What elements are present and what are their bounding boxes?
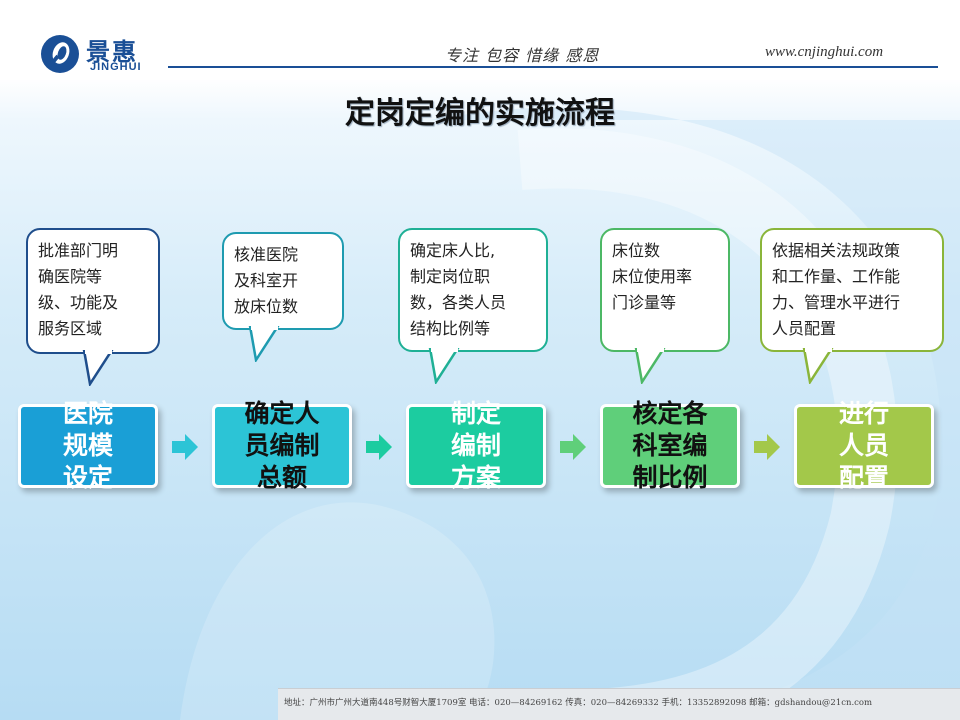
callout-tail bbox=[428, 348, 460, 384]
callout-line: 人员配置 bbox=[772, 319, 837, 338]
callout-tail bbox=[248, 326, 280, 362]
logo-chinese-text: 景惠 bbox=[86, 38, 138, 66]
right-arrow-icon bbox=[754, 434, 780, 460]
step-label-line: 医院 bbox=[62, 399, 113, 428]
logo-mark-icon bbox=[41, 35, 79, 73]
callout-bubble-4: 床位数床位使用率门诊量等 bbox=[600, 228, 730, 352]
callout-line: 依据相关法规政策 bbox=[772, 241, 901, 260]
step-label-line: 确定人 bbox=[244, 399, 320, 428]
callout-line: 确定床人比, bbox=[410, 241, 496, 260]
callout-line: 及科室开 bbox=[234, 271, 299, 290]
logo: 景惠 JINGHUI bbox=[40, 34, 170, 78]
step-label-line: 人员 bbox=[838, 431, 889, 460]
step-label-line: 进行 bbox=[838, 399, 889, 428]
callout-line: 床位数 bbox=[612, 241, 661, 260]
step-label-line: 员编制 bbox=[244, 431, 320, 460]
slogan: 专注 包容 惜缘 感恩 bbox=[445, 46, 600, 65]
callout-line: 结构比例等 bbox=[410, 319, 491, 338]
callout-line: 批准部门明 bbox=[38, 241, 119, 260]
step-label-line: 设定 bbox=[62, 463, 113, 492]
callout-tail bbox=[802, 348, 834, 384]
callout-line: 放床位数 bbox=[234, 297, 299, 316]
step-box-3: 制定编制方案 bbox=[406, 399, 546, 492]
step-label-line: 制比例 bbox=[632, 463, 708, 492]
page-title: 定岗定编的实施流程 bbox=[345, 96, 615, 131]
callout-line: 制定岗位职 bbox=[410, 267, 491, 286]
right-arrow-icon bbox=[366, 434, 392, 460]
step-label-line: 配置 bbox=[838, 463, 889, 492]
callout-line: 服务区域 bbox=[38, 319, 103, 338]
footer: 地址：广州市广州大道南448号财智大厦1709室 电话：020—84269162… bbox=[278, 688, 960, 720]
header: 景惠 JINGHUI 专注 包容 惜缘 感恩 www.cnjinghui.com bbox=[0, 0, 960, 80]
step-label-line: 核定各 bbox=[632, 399, 708, 428]
callout-tail bbox=[82, 350, 114, 386]
step-box-4: 核定各科室编制比例 bbox=[600, 399, 740, 492]
callout-line: 力、管理水平进行 bbox=[772, 293, 901, 312]
footer-contact: 地址：广州市广州大道南448号财智大厦1709室 电话：020—84269162… bbox=[284, 698, 873, 708]
callout-tail bbox=[634, 348, 666, 384]
callout-bubble-1: 批准部门明确医院等级、功能及服务区域 bbox=[26, 228, 160, 354]
step-box-2: 确定人员编制总额 bbox=[212, 399, 352, 492]
step-box-5: 进行人员配置 bbox=[794, 399, 934, 492]
step-label-line: 编制 bbox=[450, 431, 501, 460]
callout-bubble-5: 依据相关法规政策和工作量、工作能力、管理水平进行人员配置 bbox=[760, 228, 944, 352]
callout-line: 门诊量等 bbox=[612, 293, 677, 312]
right-arrow-icon bbox=[560, 434, 586, 460]
callout-line: 确医院等 bbox=[38, 267, 103, 286]
callout-line: 和工作量、工作能 bbox=[772, 267, 901, 286]
logo-english-text: JINGHUI bbox=[90, 61, 142, 73]
callout-line: 核准医院 bbox=[234, 245, 299, 264]
step-label-line: 规模 bbox=[62, 431, 113, 460]
callout-bubble-3: 确定床人比, 制定岗位职数，各类人员结构比例等 bbox=[398, 228, 548, 352]
step-label-line: 科室编 bbox=[632, 431, 708, 460]
step-label-line: 制定 bbox=[450, 399, 501, 428]
right-arrow-icon bbox=[172, 434, 198, 460]
step-label-line: 方案 bbox=[450, 463, 501, 492]
step-box-1: 医院规模设定 bbox=[18, 399, 158, 492]
callout-line: 数，各类人员 bbox=[410, 293, 507, 312]
callout-line: 床位使用率 bbox=[612, 267, 693, 286]
step-label-line: 总额 bbox=[256, 463, 307, 492]
callout-line: 级、功能及 bbox=[38, 293, 119, 312]
website-url[interactable]: www.cnjinghui.com bbox=[765, 44, 884, 60]
header-divider bbox=[168, 66, 938, 68]
callout-bubble-2: 核准医院及科室开放床位数 bbox=[222, 232, 344, 330]
